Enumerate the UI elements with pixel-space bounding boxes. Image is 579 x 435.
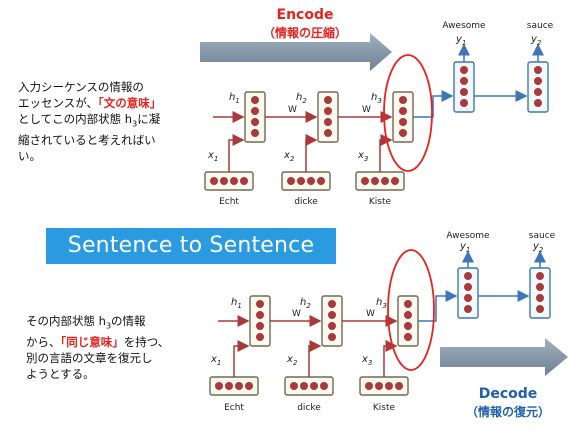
word-echt: Echt: [219, 197, 239, 207]
input-cell-x1-decode: [209, 376, 259, 396]
hidden-cell-h1: [244, 91, 266, 143]
label-h2: h2: [296, 92, 307, 105]
label-h2-decode: h2: [300, 297, 311, 310]
word-kiste: Kiste: [369, 197, 392, 207]
hidden-cell-h3-decode: [397, 295, 419, 347]
label-w1: W: [288, 105, 297, 115]
input-cell-x1: [204, 171, 254, 191]
para2-line1-suffix: の情報: [111, 314, 146, 328]
word-awesome-decode: Awesome: [446, 231, 490, 241]
decode-title-sub: （情報の復元）: [465, 405, 550, 419]
para1-line2-prefix: エッセンスが、: [18, 96, 99, 110]
label-x3: x3: [357, 150, 368, 163]
word-dicke: dicke: [294, 197, 318, 207]
label-w2-decode: W: [366, 309, 375, 319]
word-sauce: sauce: [527, 21, 554, 31]
encode-explanation: 入力シーケンスの情報の エッセンスが、「文の意味」 としてこの内部状態 h3に凝…: [18, 79, 188, 164]
decode-diagram: h1 h2 h3 W W x1 x2 x3 y1 y2 Echt dicke K…: [209, 231, 568, 413]
decode-title: Decode （情報の復元）: [448, 385, 568, 421]
sentence-to-sentence-banner: Sentence to Sentence: [46, 228, 336, 264]
label-h1: h1: [229, 92, 240, 105]
input-cell-x3-decode: [359, 376, 409, 396]
label-x2-decode: x2: [286, 354, 298, 367]
word-sauce-decode: sauce: [529, 231, 556, 241]
para2-line4: ようとする。: [26, 367, 95, 382]
para1-line1: 入力シーケンスの情報の: [18, 80, 144, 94]
encode-title-main: Encode: [276, 7, 334, 23]
encode-title-sub: （情報の圧縮）: [262, 26, 347, 40]
label-y2: y2: [530, 34, 542, 47]
output-cell-y2: [527, 61, 549, 113]
encode-direction-arrow: [200, 33, 392, 71]
label-y2-decode: y2: [532, 241, 544, 254]
output-cell-y2-decode: [529, 267, 551, 319]
para1-line5: い。: [18, 149, 41, 164]
output-cell-y1-decode: [457, 267, 479, 319]
para1-highlight: 「文の意味」: [98, 96, 162, 110]
encode-diagram: h1 h2 h3 W W x1 x2 x3 y1 y2 Echt dicke K…: [200, 21, 554, 207]
label-h1-decode: h1: [231, 297, 242, 310]
output-cell-y1: [453, 61, 475, 113]
input-cell-x3: [355, 171, 405, 191]
label-x3-decode: x3: [361, 354, 372, 367]
label-y1: y1: [455, 34, 466, 47]
para1-line3-sub: 3: [132, 119, 138, 129]
label-w2: W: [362, 105, 371, 115]
hidden-cell-h2-decode: [321, 295, 343, 347]
word-kiste-decode: Kiste: [373, 403, 396, 413]
decode-title-main: Decode: [478, 386, 538, 402]
para2-line1-sub: 3: [105, 321, 112, 331]
decode-direction-arrow: [440, 338, 568, 376]
label-x2: x2: [283, 150, 295, 163]
para2-highlight: 「同じ意味」: [60, 335, 124, 350]
h3-highlight-ellipse: [383, 54, 433, 172]
label-x1-decode: x1: [210, 354, 221, 367]
para2-line1-prefix: その内部状態 h: [26, 314, 106, 328]
label-x1: x1: [207, 150, 218, 163]
label-w1-decode: W: [292, 309, 301, 319]
para1-line4: 縮されていると考えればい: [18, 133, 156, 148]
hidden-cell-h2: [317, 91, 339, 143]
word-dicke-decode: dicke: [297, 403, 321, 413]
hidden-cell-h3: [392, 91, 414, 143]
decode-explanation: その内部状態 h3の情報 から、「同じ意味」を持つ、 別の言語の文章を復元し よ…: [26, 313, 186, 382]
para2-line2-suffix: を持つ、: [123, 335, 170, 350]
input-cell-x2: [281, 171, 331, 191]
para2-line3: 別の言語の文章を復元し: [26, 351, 153, 366]
para2-line2-prefix: から、: [26, 335, 61, 350]
para1-line3-suffix: に凝: [137, 112, 161, 126]
para1-line3-prefix: としてこの内部状態 h: [18, 112, 133, 126]
label-y1-decode: y1: [459, 241, 470, 254]
hidden-cell-h1-decode: [249, 295, 271, 347]
word-awesome: Awesome: [442, 21, 486, 31]
h3-highlight-ellipse-decode: [387, 249, 435, 371]
input-cell-x2-decode: [284, 376, 334, 396]
label-h3: h3: [371, 92, 382, 105]
word-echt-decode: Echt: [224, 403, 244, 413]
label-h3-decode: h3: [376, 297, 387, 310]
encode-title: Encode （情報の圧縮）: [255, 6, 355, 42]
